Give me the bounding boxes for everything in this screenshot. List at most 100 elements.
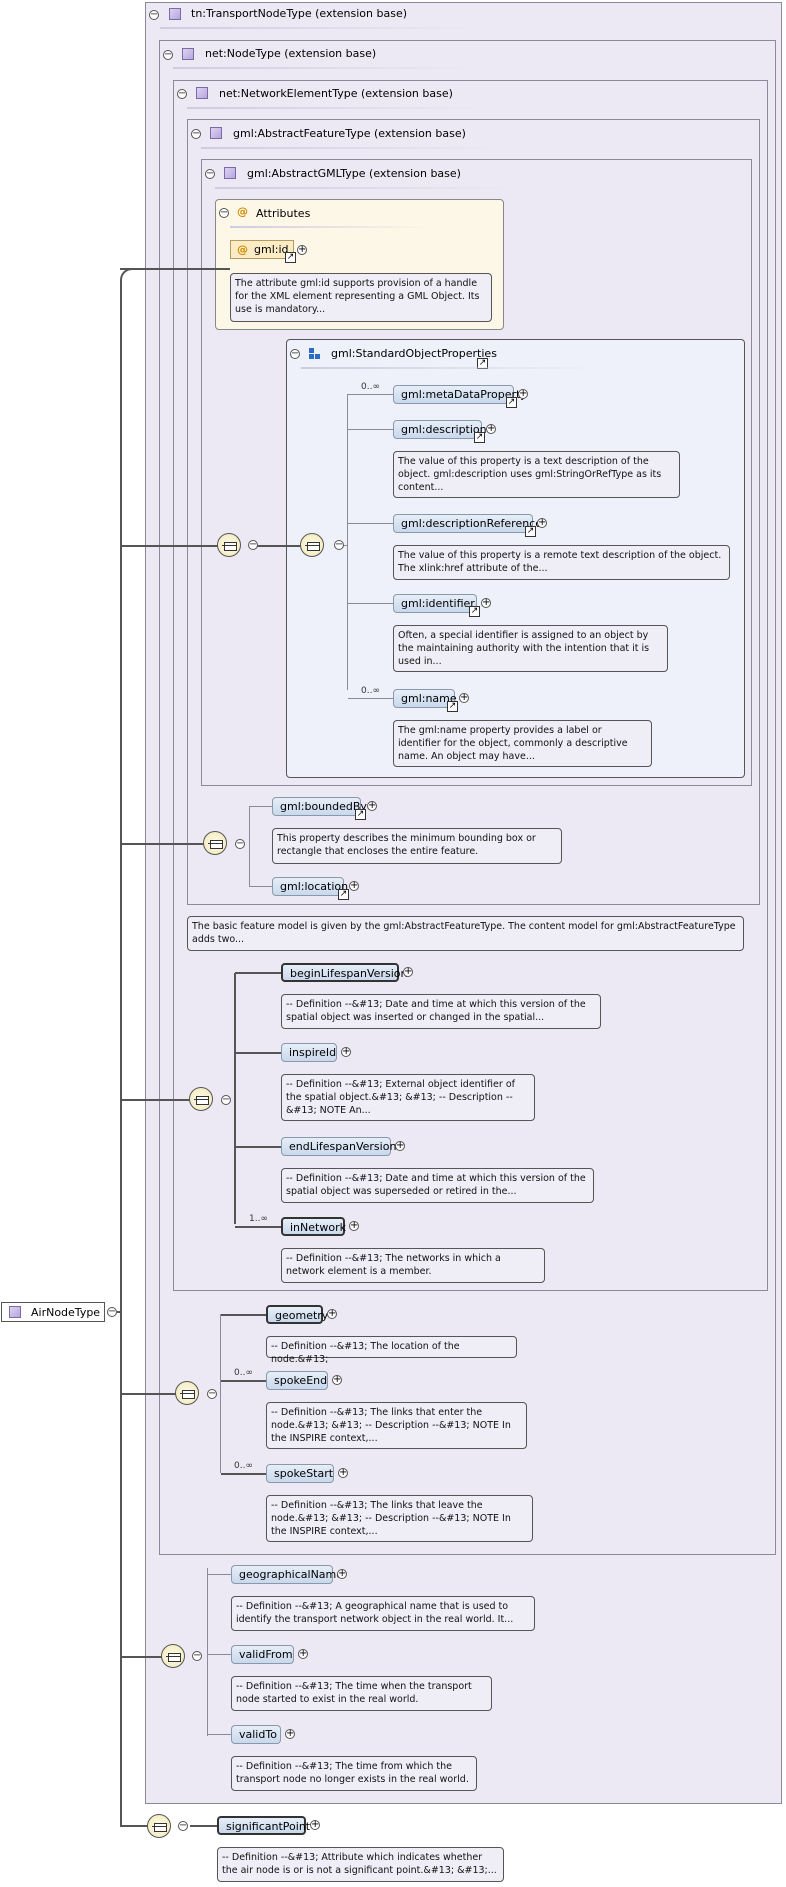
connector-line [348, 394, 393, 395]
link-arrow-icon[interactable]: ↗ [447, 701, 458, 712]
collapse-toggle-icon[interactable]: − [163, 49, 173, 60]
bounded-by-doc: This property describes the minimum boun… [272, 828, 562, 864]
plus-expand-icon[interactable]: + [395, 1140, 405, 1151]
node-property-element[interactable]: geometry [266, 1305, 328, 1324]
sequence-compositor-icon[interactable] [147, 1814, 171, 1838]
collapse-toggle-icon[interactable]: − [207, 1388, 217, 1399]
link-arrow-icon[interactable]: ↗ [355, 809, 366, 820]
plus-expand-icon[interactable]: + [338, 1467, 348, 1478]
transport-node-property-element[interactable]: validFrom [231, 1645, 294, 1664]
collapse-toggle-icon[interactable]: − [334, 539, 344, 550]
type-icon [196, 87, 208, 99]
attributes-title: Attributes [256, 207, 311, 220]
title-underline [173, 67, 473, 69]
collapse-toggle-icon[interactable]: − [205, 168, 215, 179]
plus-expand-icon[interactable]: + [349, 880, 359, 891]
network-element-property-element[interactable]: inspireId [281, 1043, 337, 1062]
group-connector [207, 1568, 208, 1736]
title-underline [230, 226, 430, 228]
node-property-element[interactable]: spokeStart [266, 1464, 334, 1483]
standard-property-element[interactable]: gml:description [393, 420, 487, 439]
plus-expand-icon[interactable]: + [518, 388, 528, 399]
plus-expand-icon[interactable]: + [332, 1374, 342, 1385]
network-element-property-label: beginLifespanVersion [290, 967, 408, 980]
plus-expand-icon[interactable]: + [285, 1728, 295, 1739]
attribute-at-icon: @ [237, 205, 248, 218]
plus-expand-icon[interactable]: + [537, 517, 547, 528]
collapse-toggle-icon[interactable]: − [178, 1820, 188, 1831]
standard-property-element[interactable]: gml:name [393, 689, 457, 708]
connector-line [207, 1654, 231, 1655]
network-element-property-element[interactable]: beginLifespanVersion [281, 963, 407, 982]
standard-property-label: gml:identifier [401, 597, 475, 610]
link-arrow-icon[interactable]: ↗ [469, 606, 480, 617]
standard-property-element[interactable]: gml:descriptionReference [393, 514, 542, 533]
connector-line [120, 843, 204, 845]
plus-expand-icon[interactable]: + [310, 1819, 320, 1830]
plus-expand-icon[interactable]: + [459, 692, 469, 703]
connector-line [235, 1146, 281, 1148]
plus-expand-icon[interactable]: + [327, 1308, 337, 1319]
air-node-property-element[interactable]: significantPoint [217, 1816, 310, 1835]
plus-expand-icon[interactable]: + [481, 597, 491, 608]
sequence-compositor-icon[interactable] [161, 1644, 185, 1668]
plus-expand-icon[interactable]: + [297, 244, 307, 255]
standard-property-element[interactable]: gml:identifier [393, 594, 477, 613]
node-property-label: geometry [275, 1309, 329, 1322]
transport-node-property-label: validFrom [239, 1648, 293, 1661]
collapse-toggle-icon[interactable]: − [149, 9, 159, 20]
plus-expand-icon[interactable]: + [298, 1648, 308, 1659]
standard-property-label: gml:metaDataProperty [401, 388, 527, 401]
network-element-property-element[interactable]: endLifespanVersion [281, 1137, 396, 1156]
collapse-toggle-icon[interactable]: − [192, 1650, 202, 1661]
collapse-toggle-icon[interactable]: − [221, 1094, 231, 1105]
collapse-toggle-icon[interactable]: − [191, 128, 201, 139]
link-arrow-icon[interactable]: ↗ [338, 889, 349, 900]
standard-property-element[interactable]: gml:metaDataProperty [393, 385, 527, 404]
abstract-feature-doc: The basic feature model is given by the … [187, 916, 744, 951]
transport-node-property-element[interactable]: validTo [231, 1725, 281, 1744]
network-element-property-label: inNetwork [290, 1221, 346, 1234]
collapse-toggle-icon[interactable]: − [290, 348, 300, 359]
group-connector [249, 806, 250, 886]
node-property-element[interactable]: spokeEnd [266, 1371, 328, 1390]
link-arrow-icon[interactable]: ↗ [525, 526, 536, 537]
attribute-at-icon: @ [237, 243, 248, 256]
bounded-by-element[interactable]: gml:boundedBy [272, 797, 367, 816]
collapse-toggle-icon[interactable]: − [107, 1306, 117, 1317]
link-arrow-icon[interactable]: ↗ [506, 397, 517, 408]
plus-expand-icon[interactable]: + [367, 800, 377, 811]
transport-node-property-element[interactable]: geographicalName [231, 1565, 343, 1584]
plus-expand-icon[interactable]: + [403, 966, 413, 977]
connector-line [120, 545, 218, 547]
sequence-compositor-icon[interactable] [203, 831, 227, 855]
type-icon [224, 167, 236, 179]
collapse-toggle-icon[interactable]: − [177, 88, 187, 99]
plus-expand-icon[interactable]: + [341, 1046, 351, 1057]
link-arrow-icon[interactable]: ↗ [285, 252, 296, 263]
sequence-compositor-icon[interactable] [175, 1381, 199, 1405]
plus-expand-icon[interactable]: + [486, 423, 496, 434]
collapse-toggle-icon[interactable]: − [248, 539, 258, 550]
connector-line [348, 429, 393, 430]
root-element[interactable] [1, 1302, 105, 1322]
plus-expand-icon[interactable]: + [349, 1220, 359, 1231]
group-connector [347, 394, 348, 690]
link-arrow-icon[interactable]: ↗ [474, 432, 485, 443]
air-node-property-doc: -- Definition --&#13; Attribute which in… [217, 1847, 504, 1882]
bounded-by-label: gml:boundedBy [280, 800, 367, 813]
sequence-compositor-icon[interactable] [300, 533, 324, 557]
connector-line [221, 1380, 266, 1382]
plus-expand-icon[interactable]: + [337, 1568, 347, 1579]
connector-line [207, 1574, 231, 1575]
root-spine [120, 280, 122, 1825]
collapse-toggle-icon[interactable]: − [219, 207, 229, 218]
network-element-property-element[interactable]: inNetwork [281, 1217, 346, 1236]
title-underline [201, 147, 501, 149]
sequence-compositor-icon[interactable] [217, 533, 241, 557]
location-element[interactable]: gml:location [272, 877, 348, 896]
gml-id-attribute[interactable]: @gml:id [230, 240, 294, 259]
spine-curve [120, 268, 134, 282]
collapse-toggle-icon[interactable]: − [235, 838, 245, 849]
sequence-compositor-icon[interactable] [189, 1087, 213, 1111]
